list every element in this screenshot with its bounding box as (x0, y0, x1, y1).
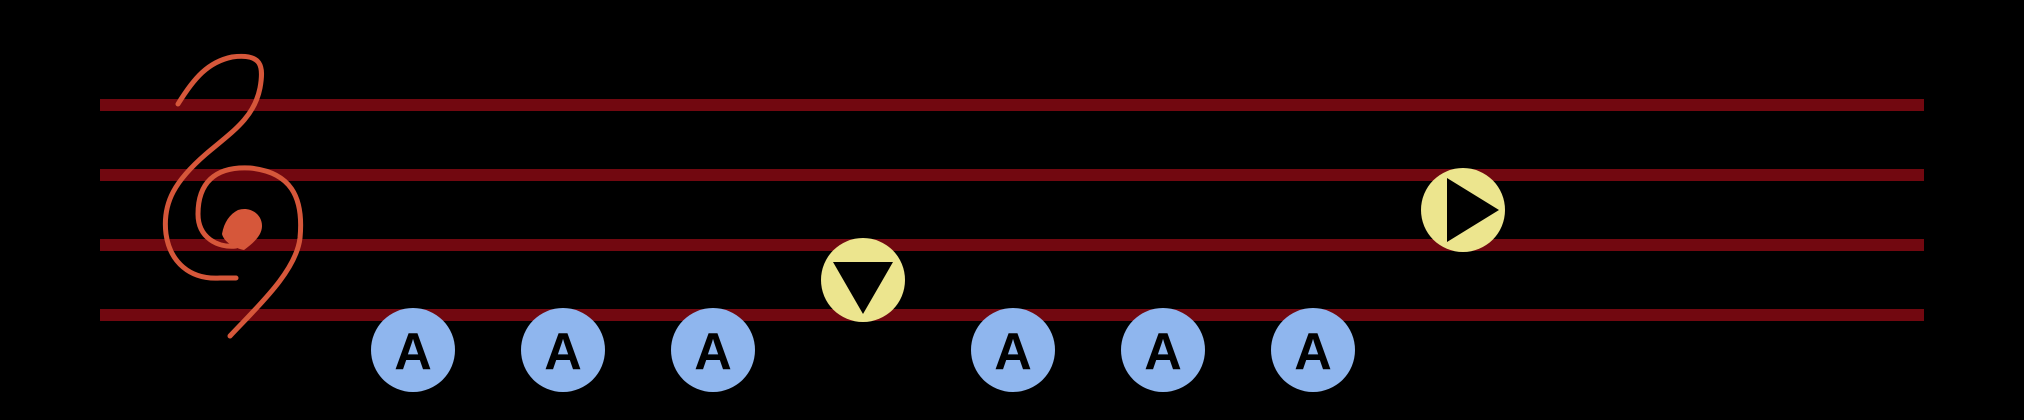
a-button-icon (521, 308, 605, 392)
a-button-label: A (694, 323, 732, 381)
a-button-label: A (1294, 323, 1332, 381)
a-button-icon (971, 308, 1055, 392)
a-button-note: A (1121, 308, 1205, 392)
c-down-note (821, 238, 905, 322)
a-button-note: A (971, 308, 1055, 392)
a-button-icon (1121, 308, 1205, 392)
staff-line (100, 239, 1924, 251)
a-button-label: A (544, 323, 582, 381)
a-button-note: A (671, 308, 755, 392)
a-button-icon (1271, 308, 1355, 392)
c-right-arrow-icon (1447, 178, 1499, 242)
a-button-label: A (394, 323, 432, 381)
c-right-note (1421, 168, 1505, 252)
a-button-note: A (371, 308, 455, 392)
a-button-icon (371, 308, 455, 392)
treble-clef-icon (162, 53, 304, 339)
c-down-arrow-icon (833, 262, 893, 314)
a-button-label: A (1144, 323, 1182, 381)
a-button-label: A (994, 323, 1032, 381)
staff-line (100, 99, 1924, 111)
a-button-note: A (1271, 308, 1355, 392)
staff-lines (100, 99, 1924, 321)
a-button-icon (671, 308, 755, 392)
a-button-note: A (521, 308, 605, 392)
staff-line (100, 169, 1924, 181)
